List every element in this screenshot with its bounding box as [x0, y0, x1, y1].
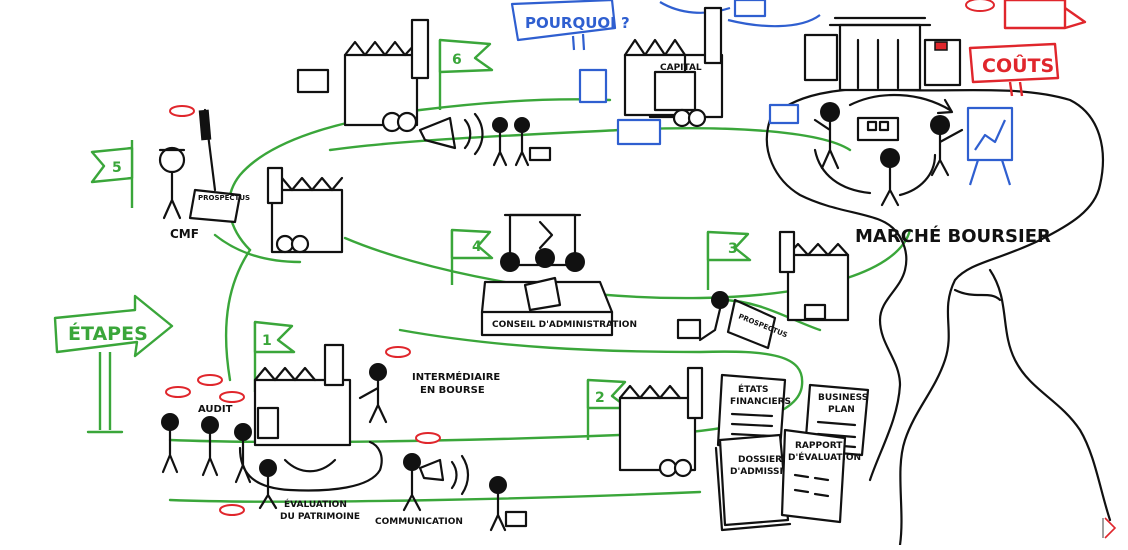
- document-rapport-evaluation: RAPPORT D'ÉVALUATION: [780, 428, 861, 524]
- business-label-2: PLAN: [828, 405, 855, 415]
- market-people: [768, 93, 1014, 207]
- step-2-number: 2: [595, 390, 605, 406]
- dossier-label-1: DOSSIER: [738, 455, 782, 465]
- dossier-label-2: D'ADMISSION: [730, 467, 798, 477]
- step-5-number: 5: [112, 160, 122, 176]
- logo-icon: [1102, 517, 1117, 539]
- document-dossier-admission: DOSSIER D'ADMISSION: [714, 433, 798, 532]
- factory-step-2: [618, 366, 704, 478]
- conseil-administration-table: CONSEIL D'ADMINISTRATION: [480, 213, 637, 337]
- flag-step-6: 6: [438, 38, 494, 110]
- rapport-label-2: D'ÉVALUATION: [788, 451, 861, 463]
- evaluation-group: ÉVALUATION DU PATRIMOINE: [219, 459, 360, 522]
- intermediaire-group: INTERMÉDIAIRE EN BOURSE: [358, 346, 500, 424]
- cmf-label: CMF: [170, 227, 199, 241]
- capital-label: CAPITAL: [660, 63, 702, 73]
- communication-label: COMMUNICATION: [375, 517, 463, 527]
- prospectus-label-cmf: PROSPECTUS: [198, 194, 250, 202]
- etats-label-1: ÉTATS: [738, 383, 768, 395]
- stock-exchange-building: [803, 16, 962, 92]
- communication-group: COMMUNICATION: [375, 432, 470, 527]
- etapes-label: ÉTAPES: [68, 322, 148, 345]
- step-3-number: 3: [728, 241, 738, 257]
- factory-step-6: [296, 18, 484, 156]
- prospectus-label-step-3: PROSPECTUS: [737, 312, 788, 339]
- step-1-number: 1: [262, 333, 272, 349]
- marche-boursier-label: MARCHÉ BOURSIER: [855, 225, 1051, 247]
- intermediaire-label-2: EN BOURSE: [420, 385, 485, 396]
- flag-step-4: 4: [450, 228, 494, 285]
- investors-step-6: [492, 117, 552, 167]
- capital-factory: CAPITAL: [578, 6, 724, 146]
- investor-with-briefcase: [489, 476, 528, 532]
- factory-step-5: [266, 166, 344, 254]
- etats-label-2: FINANCIERS: [730, 397, 791, 407]
- audit-group: AUDIT: [161, 374, 252, 484]
- pourquoi-sign: POURQUOI ?: [510, 0, 821, 51]
- business-label-1: BUSINESS: [818, 393, 868, 403]
- evaluation-label-1: ÉVALUATION: [284, 498, 347, 510]
- intermediaire-label-1: INTERMÉDIAIRE: [412, 370, 500, 383]
- conseil-label: CONSEIL D'ADMINISTRATION: [492, 320, 637, 330]
- factory-step-1: [238, 343, 383, 492]
- evaluation-label-2: DU PATRIMOINE: [280, 512, 360, 522]
- factory-step-3: PROSPECTUS: [676, 230, 850, 350]
- step-4-number: 4: [472, 239, 482, 255]
- pourquoi-label: POURQUOI ?: [525, 14, 630, 32]
- couts-label: COÛTS: [982, 53, 1054, 77]
- flag-step-5: 5: [90, 140, 134, 208]
- market-cliff: [765, 87, 1112, 547]
- step-6-number: 6: [452, 52, 462, 68]
- etapes-sign: ÉTAPES: [53, 294, 174, 434]
- flag-step-3: 3: [706, 230, 752, 290]
- audit-label: AUDIT: [198, 404, 233, 415]
- flag-step-1: 1: [253, 320, 296, 392]
- rapport-label-1: RAPPORT: [795, 441, 843, 451]
- cmf-inspector: PROSPECTUS CMF: [158, 105, 250, 241]
- couts-sign: COÛTS: [965, 0, 1087, 97]
